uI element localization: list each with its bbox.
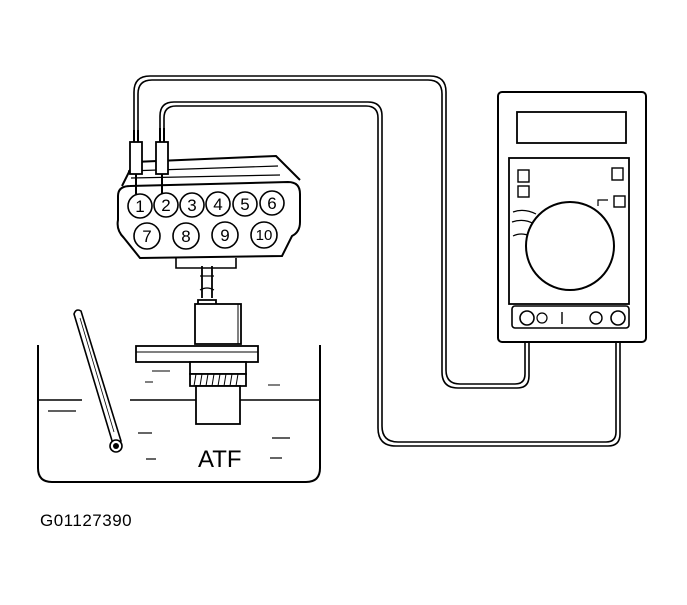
pin-label-5: 5 [240, 195, 249, 214]
pin-label-4: 4 [213, 195, 222, 214]
multimeter-display [516, 111, 627, 144]
pin-label-6: 6 [267, 194, 276, 213]
pin-circle-8 [172, 222, 200, 250]
figure-id: G01127390 [40, 511, 133, 530]
pin-label-2: 2 [161, 196, 170, 215]
speed-sensor [135, 266, 259, 425]
pin-circle-2 [153, 192, 179, 218]
pin-circle-4 [205, 191, 231, 217]
test-probes [129, 128, 169, 194]
pin-label-9: 9 [220, 226, 229, 245]
multimeter [497, 91, 647, 343]
fluid-surface [38, 370, 320, 460]
pin-circle-7 [133, 222, 161, 250]
probe-2 [155, 141, 169, 175]
test-lead-2 [159, 101, 621, 447]
jack-com [519, 310, 535, 326]
pin-label-1: 1 [135, 197, 144, 216]
pin-label-10: 10 [256, 227, 273, 244]
pin-circle-10 [250, 221, 278, 249]
connector-pins-top [127, 190, 285, 219]
pin-label-3: 3 [187, 196, 196, 215]
fluid-label: ATF [198, 446, 242, 473]
thermometer [73, 309, 123, 453]
pin-label-8: 8 [181, 227, 190, 246]
pin-label-7: 7 [142, 227, 151, 246]
pin-circle-6 [259, 190, 285, 216]
pin-circle-9 [211, 221, 239, 249]
probe-1 [129, 141, 143, 175]
jack-v-ohm [610, 310, 626, 326]
pin-circle-3 [179, 192, 205, 218]
fluid-container [37, 345, 321, 483]
test-lead-1 [133, 75, 530, 389]
rotary-dial [525, 201, 615, 291]
pin-circle-5 [232, 191, 258, 217]
pin-circle-1 [127, 193, 153, 219]
pin-labels: 1 2 3 4 5 6 7 8 9 10 [135, 194, 276, 246]
connector-pins-bottom [133, 221, 278, 250]
